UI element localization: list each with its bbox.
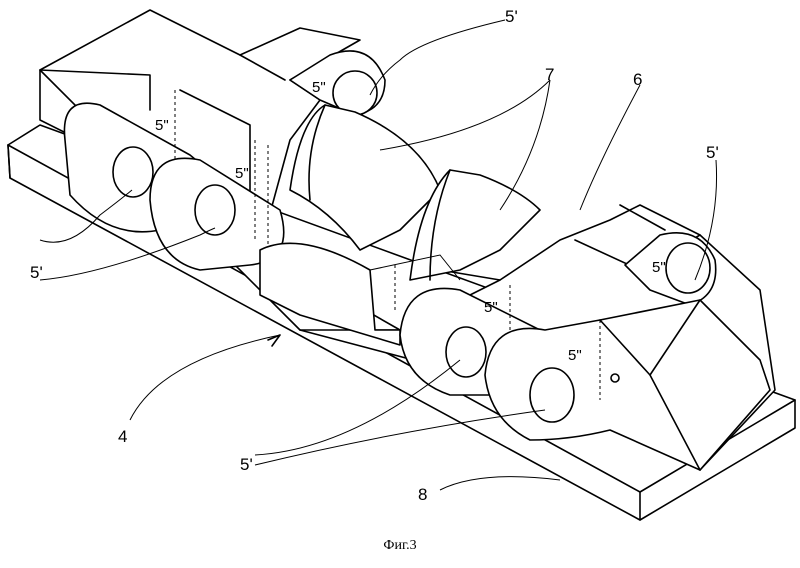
label-5p-bottom: 5' [240, 455, 253, 474]
lug-top-rear [289, 50, 386, 116]
label-5pp-6: 5" [568, 347, 582, 364]
label-5pp-1: 5" [312, 79, 326, 96]
label-4: 4 [118, 427, 127, 446]
label-5p-right: 5' [706, 143, 719, 162]
label-6: 6 [633, 70, 642, 89]
center-channel [259, 242, 461, 346]
label-5pp-4: 5" [652, 259, 666, 276]
label-5p-top: 5' [505, 7, 518, 26]
label-5pp-3: 5" [235, 165, 249, 182]
figure-caption: Фиг.3 [383, 538, 417, 553]
lug-right-front [484, 299, 771, 471]
label-5pp-5: 5" [484, 299, 498, 316]
label-8: 8 [418, 485, 427, 504]
label-5p-left: 5' [30, 263, 43, 282]
label-5pp-2: 5" [155, 117, 169, 134]
leader-lines [39, 19, 718, 491]
reference-labels: 5' 7 6 5' 5' 4 5' 8 5" 5" 5" 5" 5" 5" [30, 7, 719, 504]
label-7: 7 [545, 65, 554, 84]
lug-right-top [624, 231, 717, 306]
